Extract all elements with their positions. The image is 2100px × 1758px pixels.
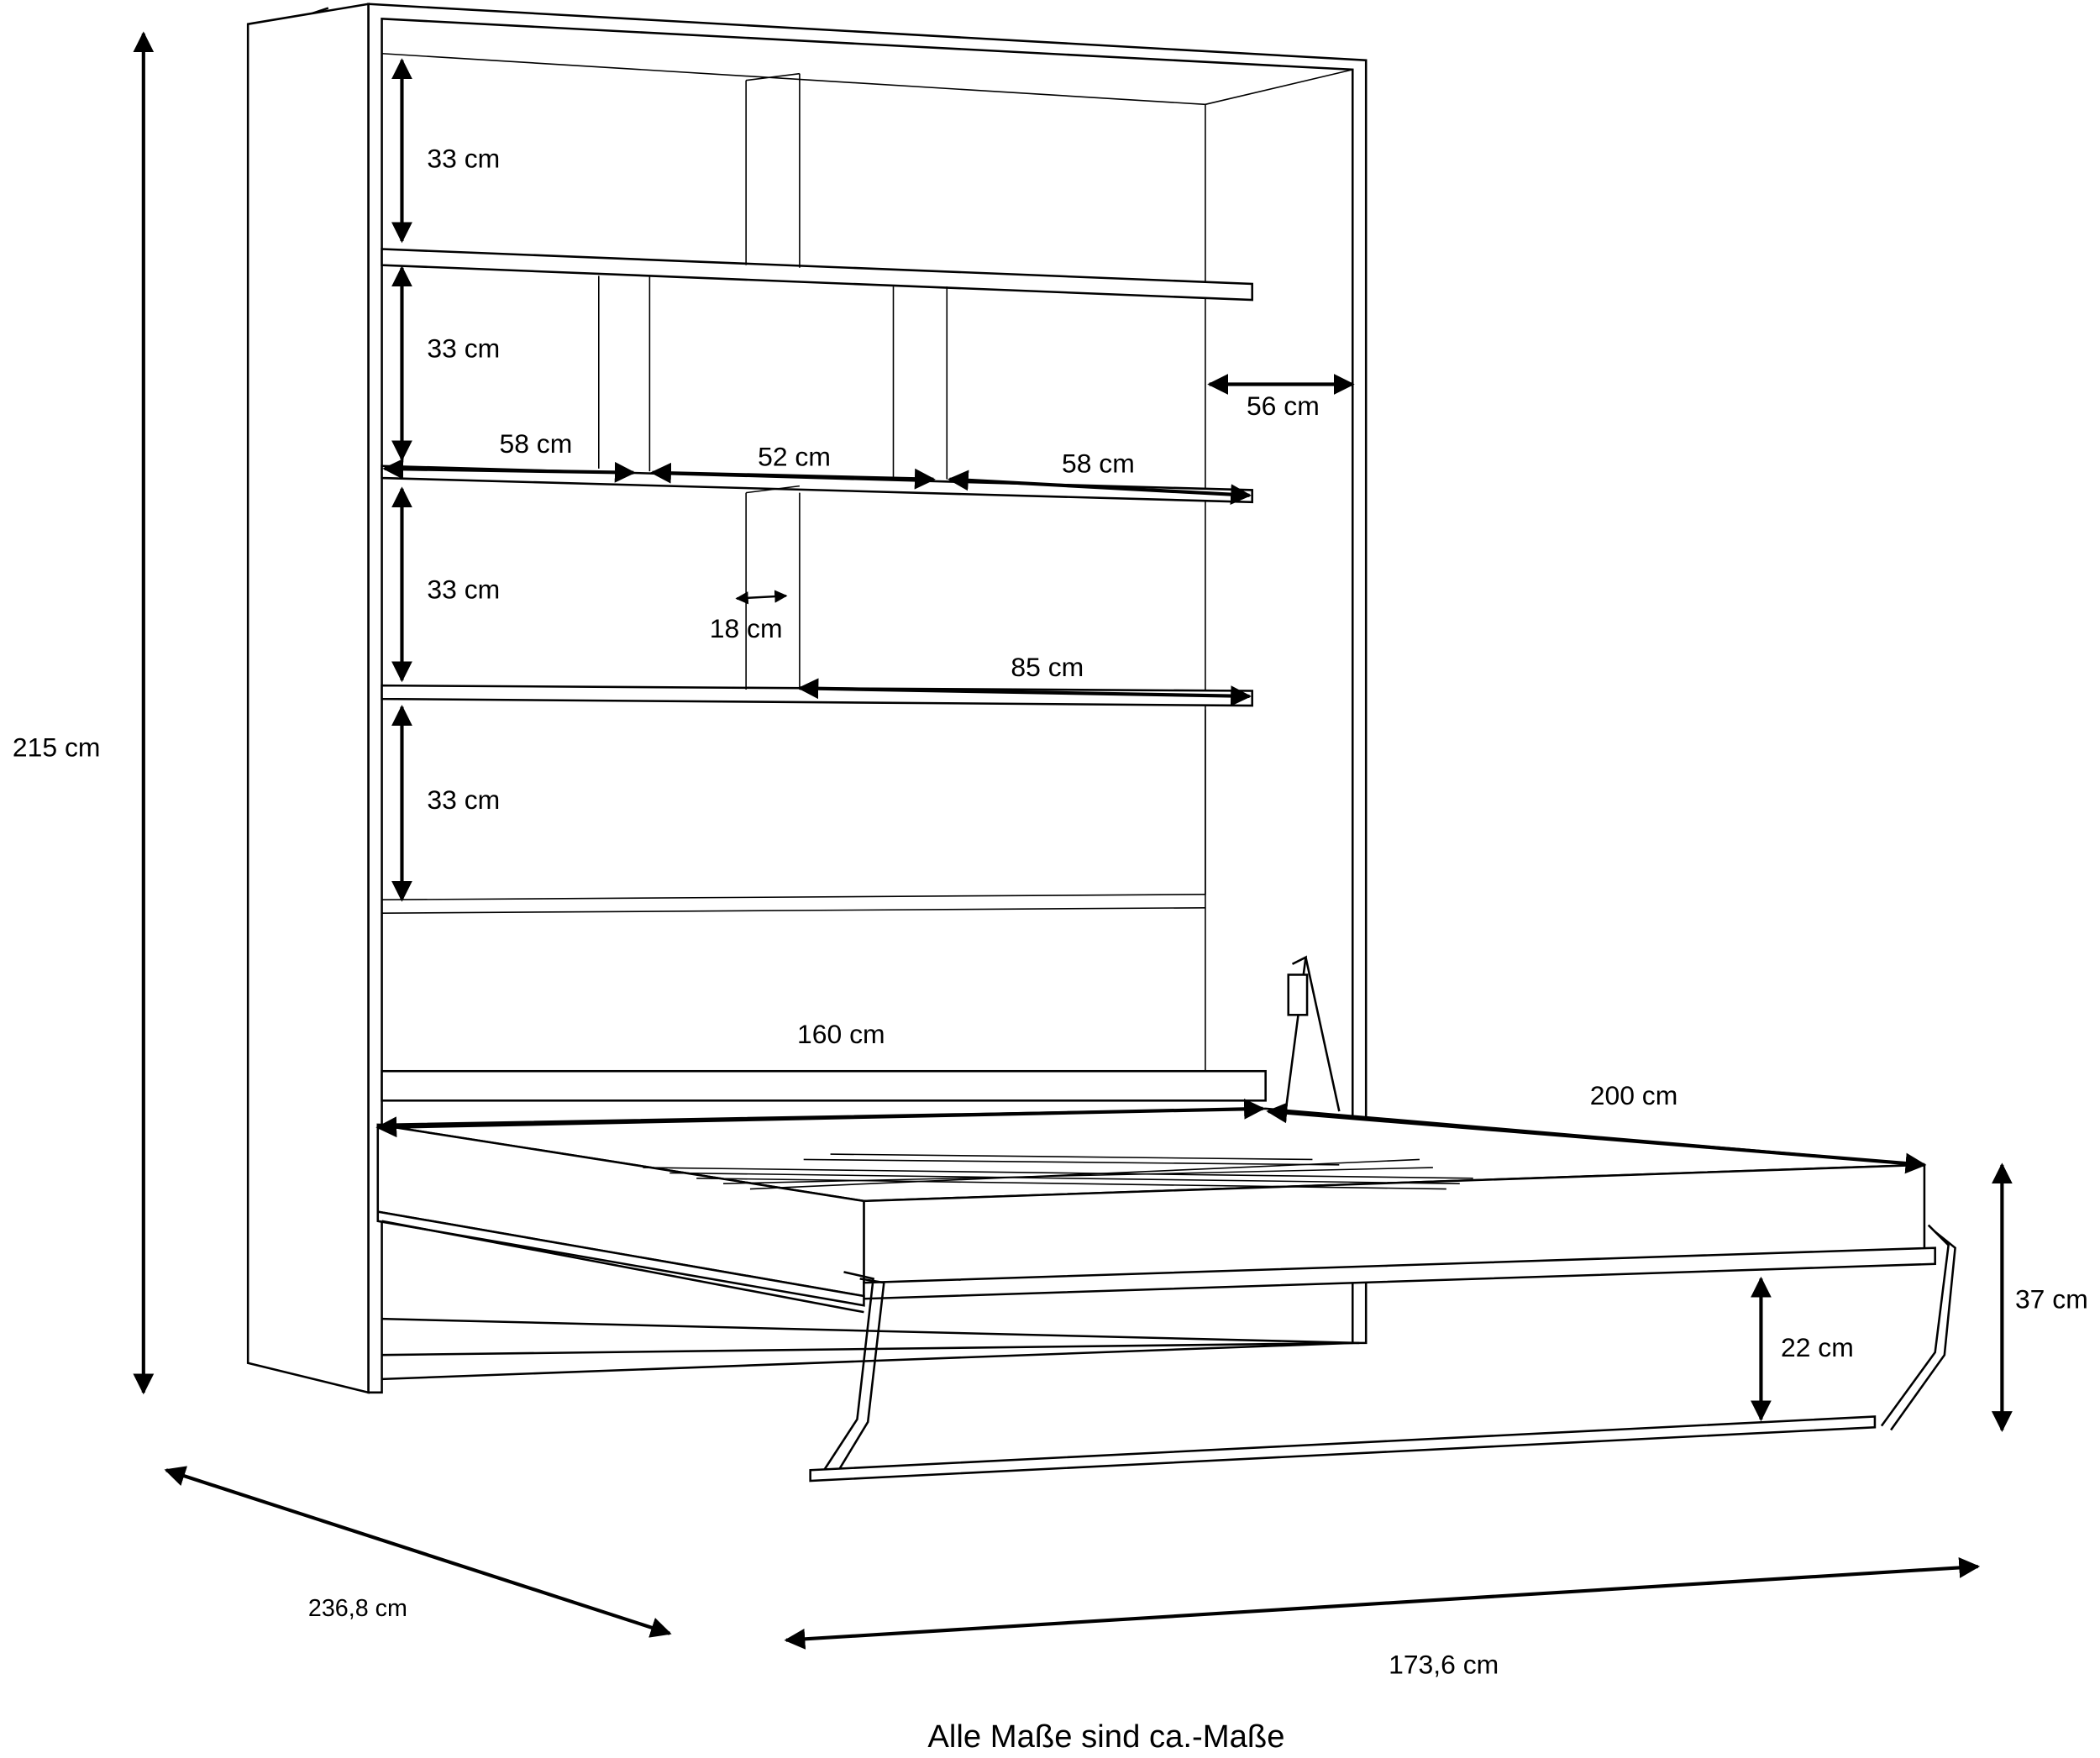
dimension-labels: 215 cm 33 cm 33 cm 33 cm 33 cm 58 cm 52 … <box>13 143 2088 1755</box>
shelf-height-label: 33 cm <box>427 143 500 173</box>
footer-note: Alle Maße sind ca.-Maße <box>927 1719 1284 1755</box>
shelf-height-label: 33 cm <box>427 785 500 815</box>
compartment-right-width-label: 58 cm <box>1062 449 1135 479</box>
compartment-left-width-label: 58 cm <box>499 428 572 459</box>
bed-frame <box>376 955 1956 1482</box>
divider-width-label: 18 cm <box>710 613 783 643</box>
total-height-label: 215 cm <box>13 732 101 763</box>
bed-width-label: 160 cm <box>797 1019 885 1049</box>
under-bed-clearance-label: 22 cm <box>1781 1332 1854 1362</box>
compartment-middle-width-label: 52 cm <box>758 442 831 472</box>
lower-compartment-width-label: 85 cm <box>1011 652 1084 682</box>
shelf-height-label: 33 cm <box>427 575 500 605</box>
dimension-lines <box>133 31 2013 1650</box>
slats <box>643 1153 1473 1190</box>
total-depth-label: 236,8 cm <box>308 1595 407 1622</box>
bed-length-label: 200 cm <box>1590 1080 1678 1110</box>
bed-height-label: 37 cm <box>2015 1283 2088 1314</box>
total-width-label: 173,6 cm <box>1389 1650 1499 1680</box>
shelf-height-label: 33 cm <box>427 333 500 364</box>
side-depth-label: 56 cm <box>1247 391 1320 421</box>
